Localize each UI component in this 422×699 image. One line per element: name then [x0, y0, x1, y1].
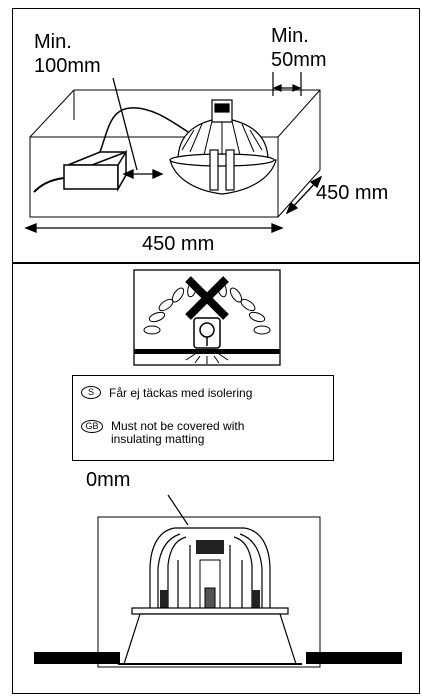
legend-text-swedish: Får ej täckas med isolering [109, 386, 253, 400]
warning-legend: S Får ej täckas med isolering GB Must no… [72, 375, 334, 461]
driver-box [63, 149, 127, 192]
legend-text-english: Must not be covered with insulating matt… [111, 420, 244, 446]
legend-row-swedish: S Får ej täckas med isolering [81, 386, 252, 400]
insulation-warning-pictogram [133, 269, 281, 366]
legend-text-english-line1: Must not be covered with [111, 419, 245, 433]
depth-arrow [285, 175, 323, 215]
min-100mm-arrow [112, 77, 164, 180]
driver-cable [33, 177, 65, 193]
min-50mm-label-value: 50mm [271, 49, 327, 71]
width-label: 450 mm [142, 233, 215, 255]
min-100mm-label-value: 100mm [34, 55, 101, 77]
min-50mm-indicator [272, 72, 302, 96]
country-code-badge: S [81, 386, 101, 399]
bottom-panel [12, 263, 420, 694]
downlight-bottom [34, 494, 402, 668]
clearance-box [29, 89, 321, 218]
depth-label: 450 mm [316, 182, 389, 204]
zero-clearance-label: 0mm [86, 469, 131, 491]
width-arrow [24, 223, 284, 233]
legend-row-english: GB Must not be covered with insulating m… [81, 420, 244, 446]
min-50mm-label-prefix: Min. [271, 25, 309, 47]
lamp-cable [99, 107, 189, 153]
min-100mm-label-prefix: Min. [34, 31, 72, 53]
legend-text-english-line2: insulating matting [111, 432, 205, 446]
country-code-badge: GB [81, 420, 103, 433]
downlight-top [169, 99, 277, 195]
